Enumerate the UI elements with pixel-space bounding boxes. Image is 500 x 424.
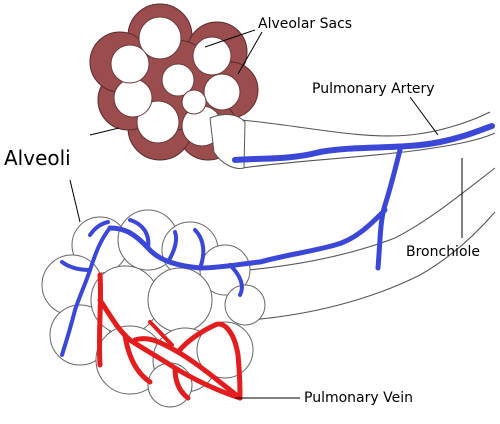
pulmonary-vein-label: Pulmonary Vein xyxy=(304,390,413,406)
pulmonary-artery-vessels xyxy=(60,123,495,357)
alveolar-sacs-label: Alveolar Sacs xyxy=(258,16,353,32)
label-leader-lines xyxy=(69,29,463,399)
alveoli-label: Alveoli xyxy=(4,146,71,170)
alveolar-sac-cluster xyxy=(89,3,259,169)
bronchiole-tube xyxy=(239,111,496,321)
pulmonary-artery-label: Pulmonary Artery xyxy=(312,81,435,97)
bronchiole-label: Bronchiole xyxy=(406,244,481,260)
pulmonary-vein-vessels xyxy=(96,272,243,401)
